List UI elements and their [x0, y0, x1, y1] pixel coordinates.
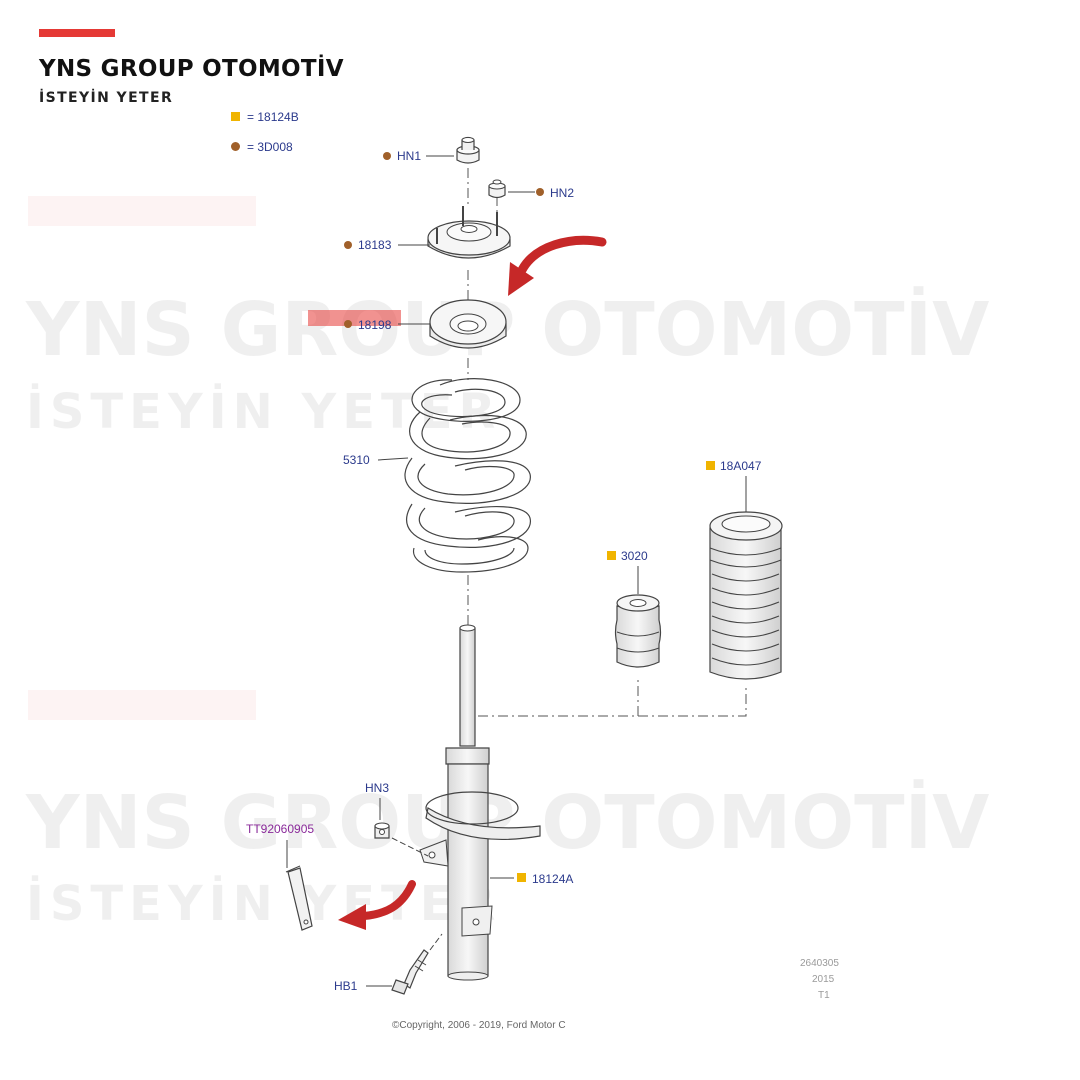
svg-text:YNS GROUP OTOMOTİV: YNS GROUP OTOMOTİV — [25, 285, 989, 373]
label-hn1: HN1 — [397, 149, 421, 163]
diagram-suffix: T1 — [818, 990, 830, 1001]
strut-18124a — [419, 624, 541, 981]
label-18a047: 18A047 — [720, 459, 762, 473]
hn1-callout: HN1 — [383, 149, 454, 163]
hn2-nut — [488, 179, 506, 199]
18124a-callout: 18124A — [490, 872, 573, 886]
orange-square-icon — [231, 112, 240, 121]
bump-stop-3020 — [614, 594, 662, 668]
label-5310: 5310 — [343, 453, 370, 467]
center-axis — [467, 168, 747, 717]
3020-callout: 3020 — [607, 549, 648, 594]
bearing-18198 — [429, 299, 507, 349]
svg-text:İSTEYİN YETER: İSTEYİN YETER — [26, 383, 502, 440]
highlight-bar — [308, 310, 401, 326]
pointer-arrowhead-icon — [508, 262, 534, 296]
label-hb1: HB1 — [334, 979, 358, 993]
hn2-callout: HN2 — [508, 186, 574, 200]
watermark-top: YNS GROUP OTOMOTİV İSTEYİN YETER — [25, 196, 989, 440]
hb1-bolt — [391, 949, 429, 995]
svg-text:İSTEYİN YETER: İSTEYİN YETER — [26, 875, 502, 932]
legend-label-3d008: = 3D008 — [247, 140, 293, 154]
diagram-year: 2015 — [812, 974, 835, 985]
18a047-callout: 18A047 — [706, 459, 762, 512]
copyright-notice: ©Copyright, 2006 - 2019, Ford Motor C — [392, 1020, 566, 1031]
label-18198: 18198 — [358, 318, 392, 332]
brand-name: YNS GROUP OTOMOTİV — [39, 56, 344, 82]
pointer-arrow-icon — [517, 235, 607, 275]
pointer-arrow-lower-icon — [360, 880, 416, 920]
18183-callout: 18183 — [344, 238, 430, 252]
tt-callout: TT92060905 — [246, 822, 314, 868]
dust-boot-18a047 — [709, 511, 783, 680]
top-mount-18183 — [427, 206, 511, 259]
brand-accent-bar — [39, 29, 115, 37]
legend: = 18124B = 3D008 — [231, 110, 299, 154]
label-tt92060905: TT92060905 — [246, 822, 314, 836]
legend-label-18124b: = 18124B — [247, 110, 299, 124]
hn1-nut — [456, 136, 480, 164]
label-hn3: HN3 — [365, 781, 389, 795]
watermark-bottom: YNS GROUP OTOMOTİV İSTEYİN YETER — [25, 690, 989, 932]
hn3-nut — [374, 822, 390, 839]
label-18183: 18183 — [358, 238, 392, 252]
diagram-code: 2640305 — [800, 958, 839, 969]
label-3020: 3020 — [621, 549, 648, 563]
coil-spring-5310 — [404, 378, 531, 573]
svg-text:YNS GROUP OTOMOTİV: YNS GROUP OTOMOTİV — [25, 778, 989, 866]
label-hn2: HN2 — [550, 186, 574, 200]
tt-bracket — [285, 865, 313, 931]
hb1-callout: HB1 — [334, 933, 443, 993]
brown-dot-icon — [231, 142, 240, 151]
5310-callout: 5310 — [343, 453, 409, 467]
brand-slogan: İSTEYİN YETER — [39, 90, 174, 106]
18198-callout: 18198 — [344, 318, 430, 332]
label-18124a: 18124A — [532, 872, 573, 886]
pointer-arrowhead-lower-icon — [338, 904, 366, 930]
hn3-callout: HN3 — [365, 781, 429, 857]
